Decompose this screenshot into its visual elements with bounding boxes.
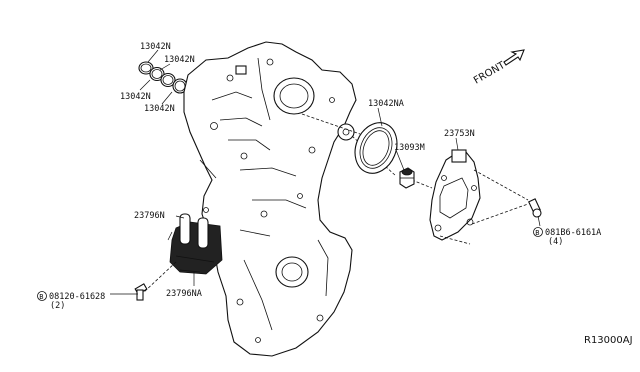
bolt-left-part-number: 08120-61628 [49, 292, 105, 302]
bolt-right-marker: B [535, 229, 539, 237]
front-arrow [503, 49, 525, 66]
valve-timing-cover [429, 149, 529, 245]
bolt-left-quantity: (2) [50, 301, 65, 311]
front-label: FRONT [472, 60, 508, 87]
callout-13042n-b: 13042N [164, 55, 195, 65]
cover-bolt [528, 198, 542, 218]
callout-13042n-c: 13042N [120, 92, 151, 102]
bolt-left-marker: B [39, 293, 43, 301]
solenoid-bolt [134, 283, 148, 301]
callout-23753n: 23753N [444, 129, 475, 139]
callout-13093m: 13093M [394, 143, 425, 153]
callout-13042n-a: 13042N [140, 42, 171, 52]
diagram-code: R13000AJ [584, 335, 633, 346]
callout-23796n: 23796N [134, 211, 165, 221]
bolt-right-part-number: 081B6-6161A [545, 228, 601, 238]
callout-23796na: 23796NA [166, 289, 202, 299]
callout-13042na: 13042NA [368, 99, 404, 109]
callout-bolt-left: B 08120-61628 (2) [37, 291, 105, 311]
timing-chain-case [183, 41, 357, 357]
bolt-right-quantity: (4) [548, 237, 563, 247]
callout-bolt-right: B 081B6-6161A (4) [533, 227, 601, 247]
position-sensor [399, 167, 415, 189]
solenoid-valve-assembly [167, 213, 223, 275]
front-oil-seal [354, 122, 398, 174]
callout-13042n-d: 13042N [144, 104, 175, 114]
o-ring-set [138, 61, 213, 102]
